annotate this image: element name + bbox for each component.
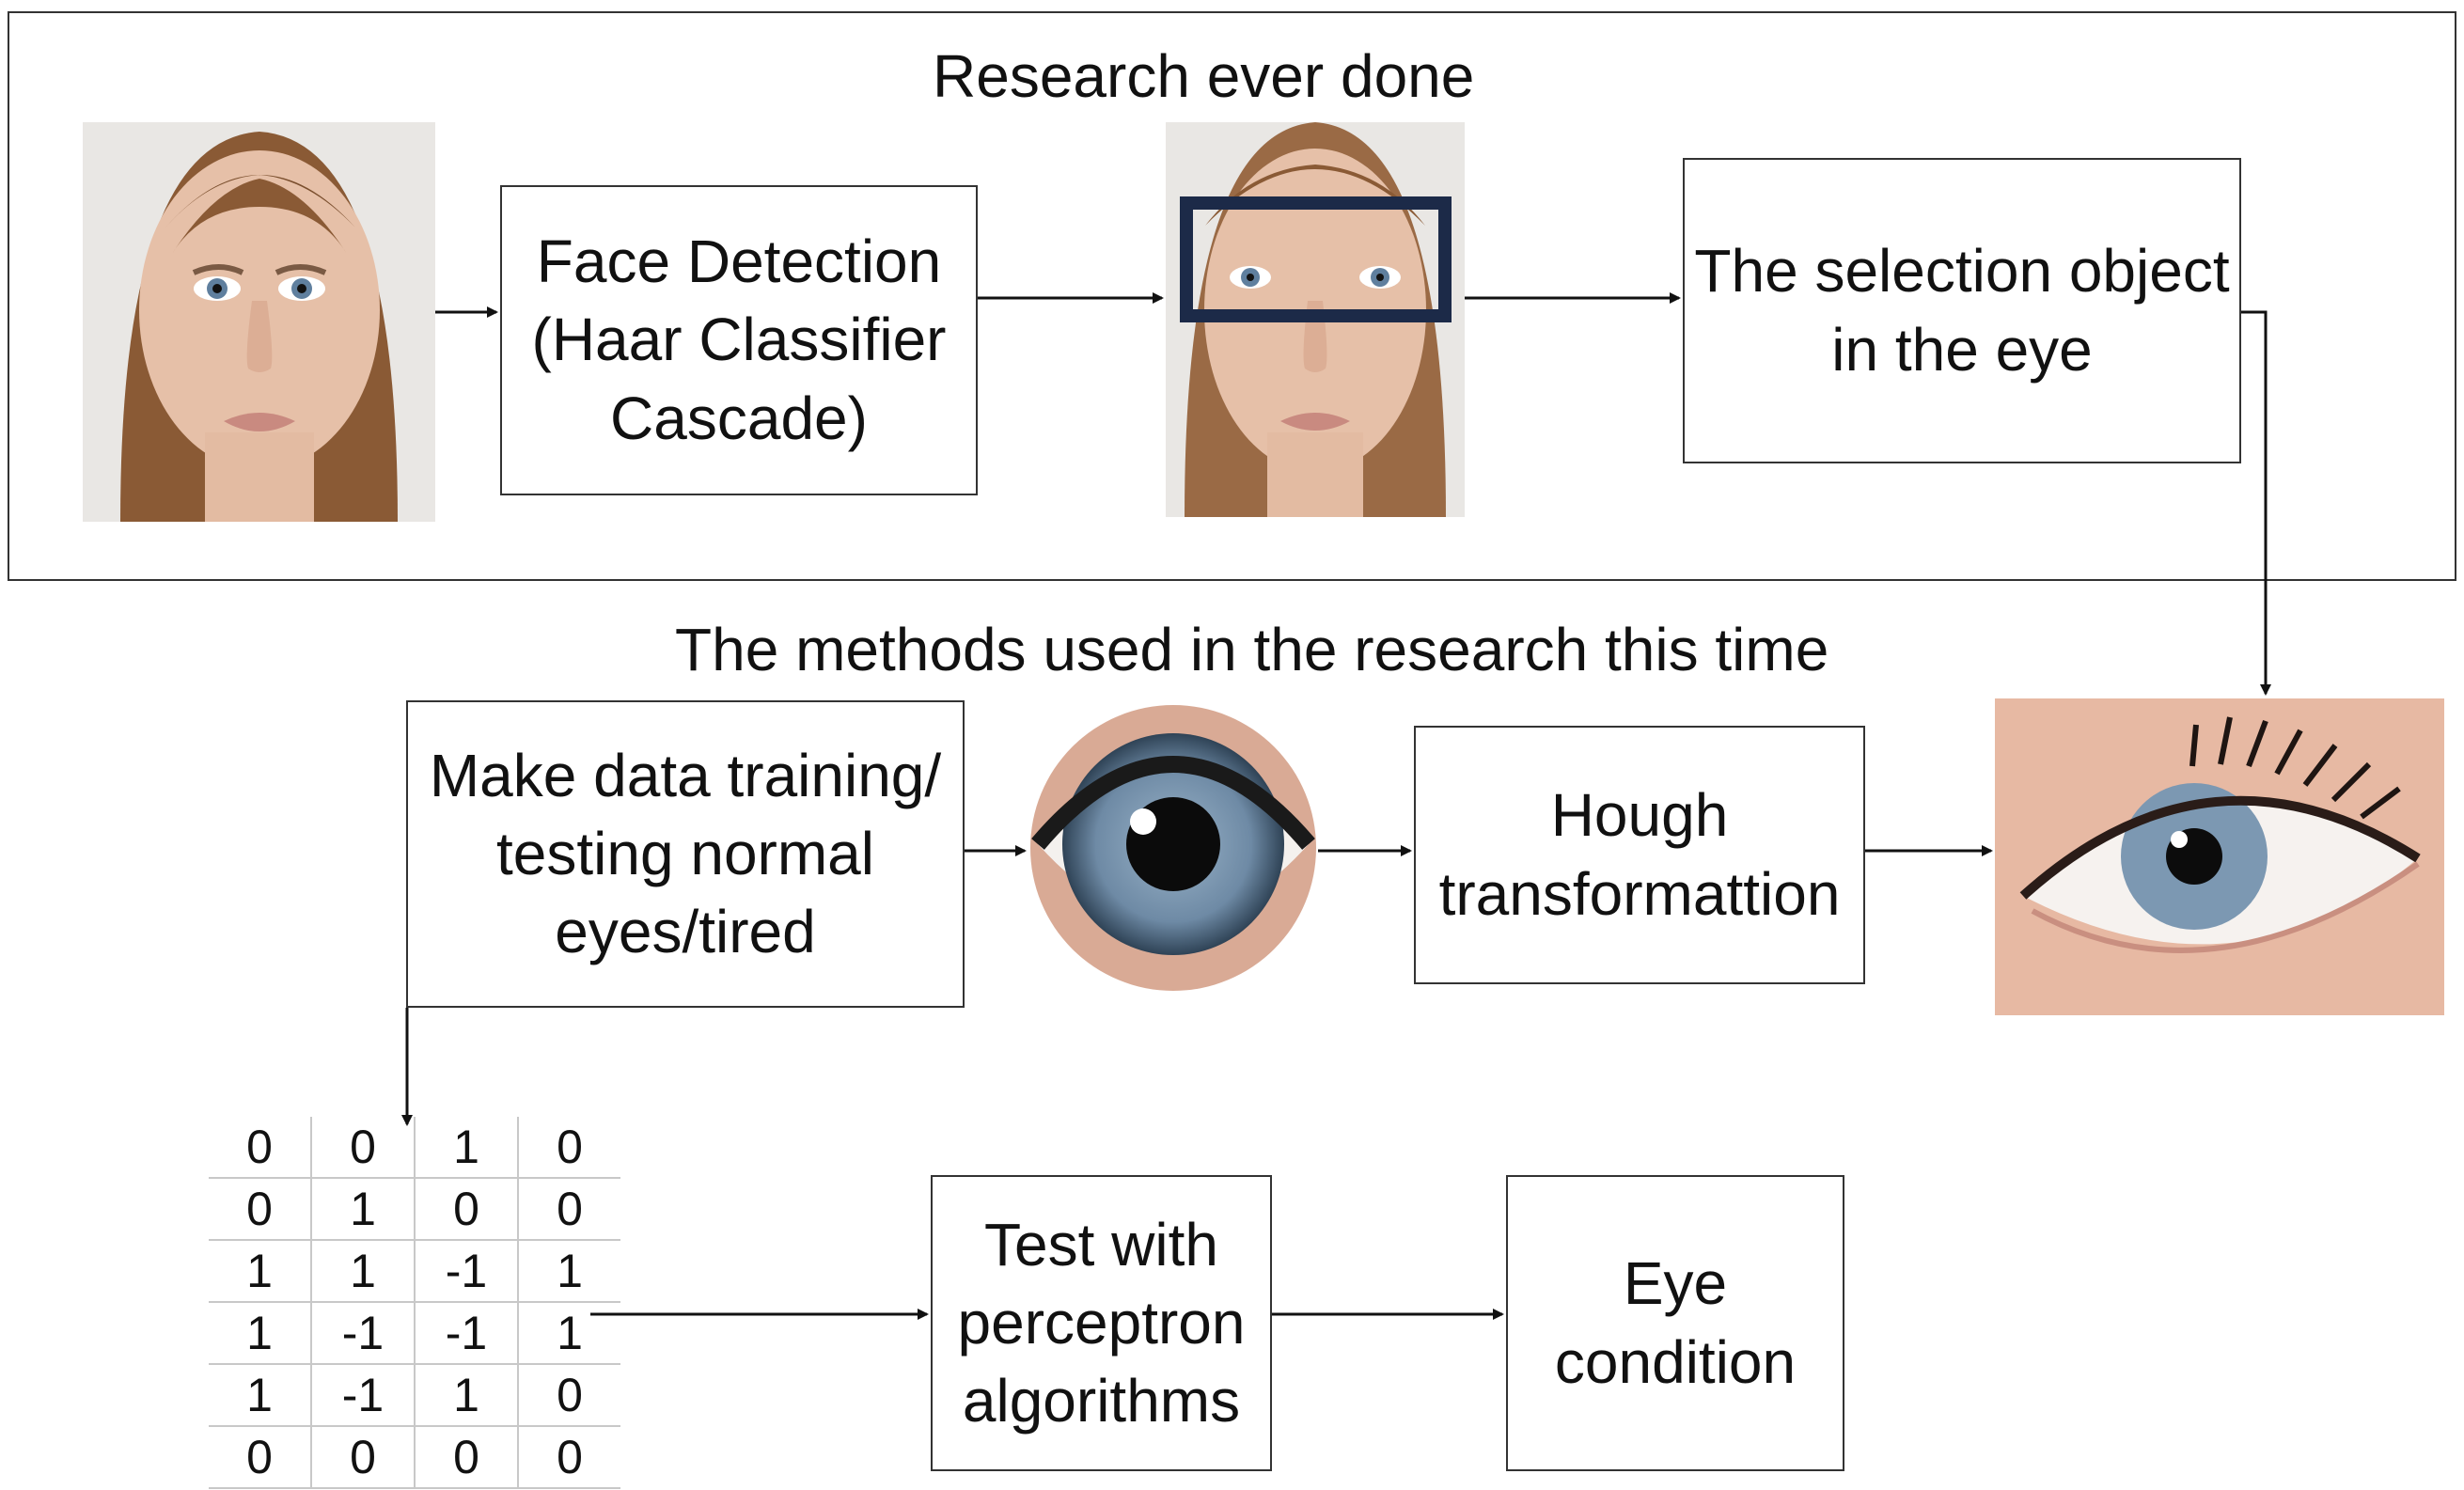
eye-condition-box: Eye condition [1506, 1175, 1844, 1471]
matrix-row: 1 -1 -1 1 [209, 1302, 620, 1364]
iris-photo [1028, 703, 1318, 993]
matrix-cell: 1 [517, 1302, 620, 1364]
face-detection-line-3: Cascade) [610, 384, 868, 452]
matrix-cell: -1 [310, 1302, 415, 1364]
face-detection-line-2: (Haar Classifier [531, 306, 947, 374]
matrix-cell: 1 [310, 1240, 415, 1302]
make-data-line-3: eyes/tired [555, 898, 816, 966]
matrix-cell: 1 [246, 1245, 273, 1297]
matrix-cell: 0 [310, 1426, 415, 1488]
eye-condition-line-2: condition [1554, 1327, 1797, 1396]
matrix-row: 0 1 0 0 [209, 1178, 620, 1240]
matrix-cell: 1 [414, 1117, 518, 1178]
make-data-line-1: Make data training/ [429, 741, 942, 809]
matrix-cell: 0 [517, 1178, 620, 1240]
test-perceptron-line-3: algorithms [962, 1367, 1241, 1435]
selection-object-line-2: in the eye [1831, 315, 2093, 384]
hough-box: Hough transformattion [1414, 726, 1865, 984]
test-perceptron-line-2: perceptron [957, 1288, 1246, 1357]
face-detection-box: Face Detection (Haar Classifier Cascade) [500, 185, 978, 495]
hough-line-2: transformattion [1438, 859, 1841, 928]
eye-condition-line-1: Eye [1623, 1249, 1728, 1318]
face-eye-region-photo [1166, 122, 1465, 517]
matrix-cell: 0 [414, 1178, 518, 1240]
top-section-frame [8, 11, 2456, 581]
matrix-cell: 0 [246, 1183, 273, 1235]
selection-object-line-1: The selection object [1694, 237, 2230, 306]
hough-line-1: Hough [1550, 781, 1729, 850]
matrix-cell: 0 [517, 1364, 620, 1426]
test-perceptron-box: Test with perceptron algorithms [931, 1175, 1272, 1471]
matrix-cell: 1 [517, 1240, 620, 1302]
arrow-selection-to-eye-photo [2241, 310, 2271, 696]
face-photo [83, 122, 435, 522]
matrix-cell: -1 [414, 1240, 518, 1302]
matrix-cell: 1 [310, 1178, 415, 1240]
face-detection-line-1: Face Detection [536, 227, 942, 296]
data-matrix: 0 0 1 0 0 1 0 0 1 1 -1 1 1 -1 -1 1 1 -1 … [209, 1117, 620, 1489]
matrix-cell: 0 [310, 1117, 415, 1178]
matrix-cell: 1 [414, 1364, 518, 1426]
matrix-cell: -1 [310, 1364, 415, 1426]
matrix-cell: 1 [246, 1369, 273, 1421]
test-perceptron-line-1: Test with [984, 1210, 1218, 1278]
matrix-row: 0 0 1 0 [209, 1117, 620, 1178]
matrix-cell: 0 [246, 1431, 273, 1483]
matrix-cell: 0 [517, 1117, 620, 1178]
heading-methods-used: The methods used in the research this ti… [675, 616, 1829, 683]
matrix-cell: -1 [414, 1302, 518, 1364]
heading-research-ever-done: Research ever done [933, 42, 1475, 110]
matrix-row: 0 0 0 0 [209, 1426, 620, 1488]
matrix-cell: 0 [517, 1426, 620, 1488]
matrix-cell: 0 [414, 1426, 518, 1488]
matrix-cell: 1 [246, 1307, 273, 1359]
make-data-box: Make data training/ testing normal eyes/… [406, 700, 965, 1008]
matrix-row: 1 -1 1 0 [209, 1364, 620, 1426]
make-data-line-2: testing normal [496, 819, 874, 887]
eye-region-rectangle [1180, 196, 1452, 322]
matrix-cell: 0 [246, 1121, 273, 1173]
selection-object-box: The selection object in the eye [1683, 158, 2241, 463]
matrix-row: 1 1 -1 1 [209, 1240, 620, 1302]
eye-photo [1995, 698, 2444, 1015]
